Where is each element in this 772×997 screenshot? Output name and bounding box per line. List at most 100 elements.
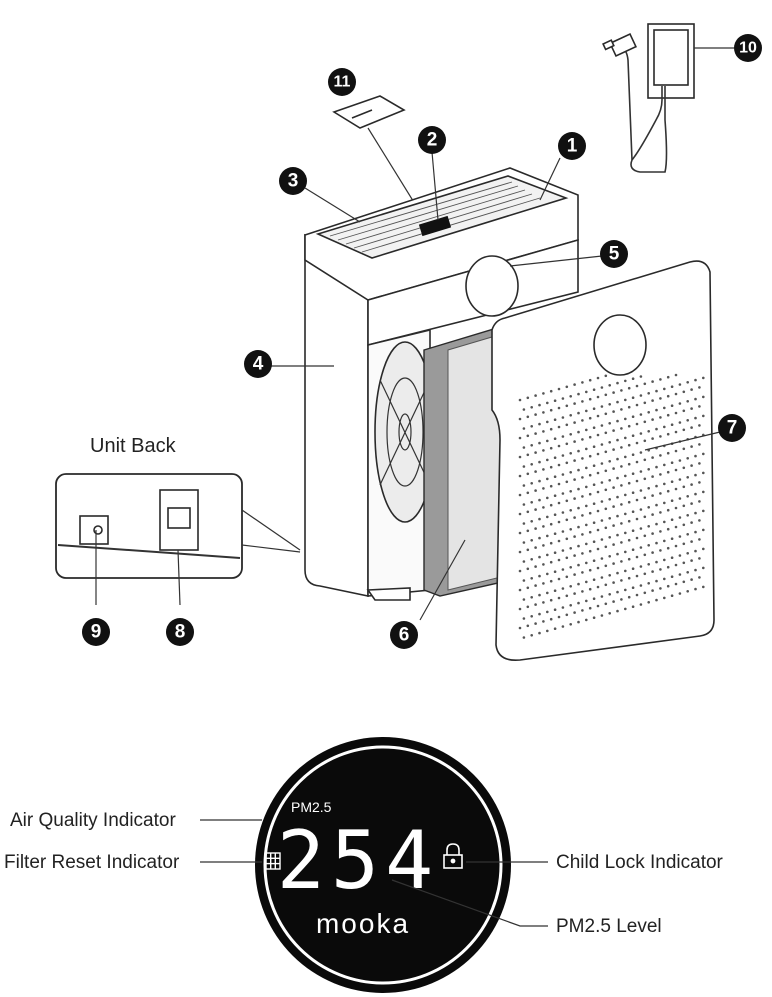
perforation-dot (608, 574, 611, 577)
display-panel: PM2.5 254 mooka (255, 737, 511, 993)
perforation-dot (612, 448, 615, 451)
perforation-dot (678, 535, 682, 538)
perforation-dot (561, 511, 565, 514)
perforation-dot (608, 384, 611, 387)
perforation-dot (663, 520, 666, 524)
perforation-dot (546, 629, 549, 633)
perforation-dot (592, 578, 596, 581)
perforation-dot (620, 541, 623, 544)
perforation-dot (702, 509, 705, 513)
perforation-dot (635, 460, 639, 464)
perforation-dot (608, 593, 611, 596)
perforation-dot (624, 398, 627, 402)
perforation-dot (557, 444, 561, 448)
perforation-dot (604, 488, 608, 492)
perforation-dot (546, 477, 549, 481)
perforation-dot (588, 473, 592, 477)
perforation-dot (518, 512, 522, 516)
perforation-dot (694, 473, 697, 477)
perforation-dot (651, 494, 654, 497)
perforation-dot (549, 389, 553, 393)
child-lock-indicator-label: Child Lock Indicator (556, 852, 724, 873)
perforation-dot (635, 498, 639, 502)
perforation-dot (546, 458, 549, 462)
perforation-dot (600, 424, 604, 427)
perforation-dot (530, 539, 533, 542)
perforation-dot (627, 519, 631, 523)
perforation-dot (659, 454, 662, 457)
perforation-dot (620, 427, 623, 430)
perforation-dot (561, 397, 565, 400)
perforation-dot (542, 601, 545, 604)
perforation-dot (588, 416, 592, 420)
perforation-dot (659, 549, 662, 552)
perforation-dot (647, 563, 650, 566)
perforation-dot (663, 425, 666, 429)
callout-7: 7 (718, 414, 746, 442)
perforation-dot (549, 503, 553, 507)
perforation-dot (670, 461, 674, 465)
perforation-dot (631, 529, 635, 532)
perforation-dot (620, 598, 623, 601)
perforation-dot (674, 449, 678, 453)
perforation-dot (581, 590, 584, 593)
perforation-dot (639, 451, 643, 454)
perforation-dot (561, 587, 565, 590)
perforation-dot (565, 518, 569, 522)
perforation-dot (670, 385, 674, 389)
perforation-dot (682, 466, 686, 470)
perforation-dot (526, 529, 530, 533)
perforation-dot (663, 501, 666, 505)
perforation-dot (569, 471, 572, 474)
perforation-dot (577, 468, 580, 472)
perforation-dot (526, 415, 530, 419)
perforation-dot (581, 381, 584, 384)
perforation-dot (659, 587, 662, 590)
perforation-dot (616, 400, 619, 404)
perforation-dot (585, 561, 588, 565)
perforation-dot (624, 493, 627, 497)
perforation-dot (542, 487, 545, 490)
perforation-dot (553, 532, 557, 535)
svg-text:5: 5 (609, 244, 620, 265)
perforation-dot (526, 624, 530, 628)
perforation-dot (631, 491, 635, 495)
perforation-dot (526, 491, 530, 495)
perforation-dot (573, 478, 576, 481)
perforation-dot (581, 400, 584, 403)
perforation-dot (682, 523, 686, 527)
perforation-dot (561, 473, 565, 476)
perforation-dot (596, 547, 600, 551)
perforation-dot (631, 510, 635, 513)
perforation-dot (682, 561, 686, 565)
perforation-dot (682, 542, 686, 546)
perforation-dot (698, 500, 701, 503)
perforation-dot (549, 427, 553, 431)
perforation-dot (666, 413, 670, 417)
perforation-dot (596, 528, 600, 532)
perforation-dot (569, 547, 572, 550)
perforation-dot (530, 577, 533, 580)
perforation-dot (655, 389, 658, 393)
perforation-dot (686, 514, 689, 517)
perforation-dot (518, 474, 522, 478)
perforation-dot (635, 422, 639, 426)
perforation-dot (659, 378, 662, 381)
perforation-dot (546, 420, 549, 424)
perforation-dot (522, 560, 526, 563)
perforation-dot (651, 532, 654, 535)
perforation-dot (631, 472, 635, 476)
perforation-dot (557, 539, 561, 543)
perforation-dot (557, 406, 561, 410)
perforation-dot (608, 498, 611, 501)
perforation-dot (604, 431, 608, 435)
perforation-dot (670, 404, 674, 408)
perforation-dot (698, 462, 701, 465)
perforation-dot (549, 579, 553, 583)
perforation-dot (581, 552, 584, 555)
svg-text:9: 9 (91, 622, 102, 643)
perforation-dot (627, 462, 631, 466)
perforation-dot (612, 543, 615, 546)
callout-4: 4 (244, 350, 272, 378)
perforation-dot (573, 516, 576, 519)
